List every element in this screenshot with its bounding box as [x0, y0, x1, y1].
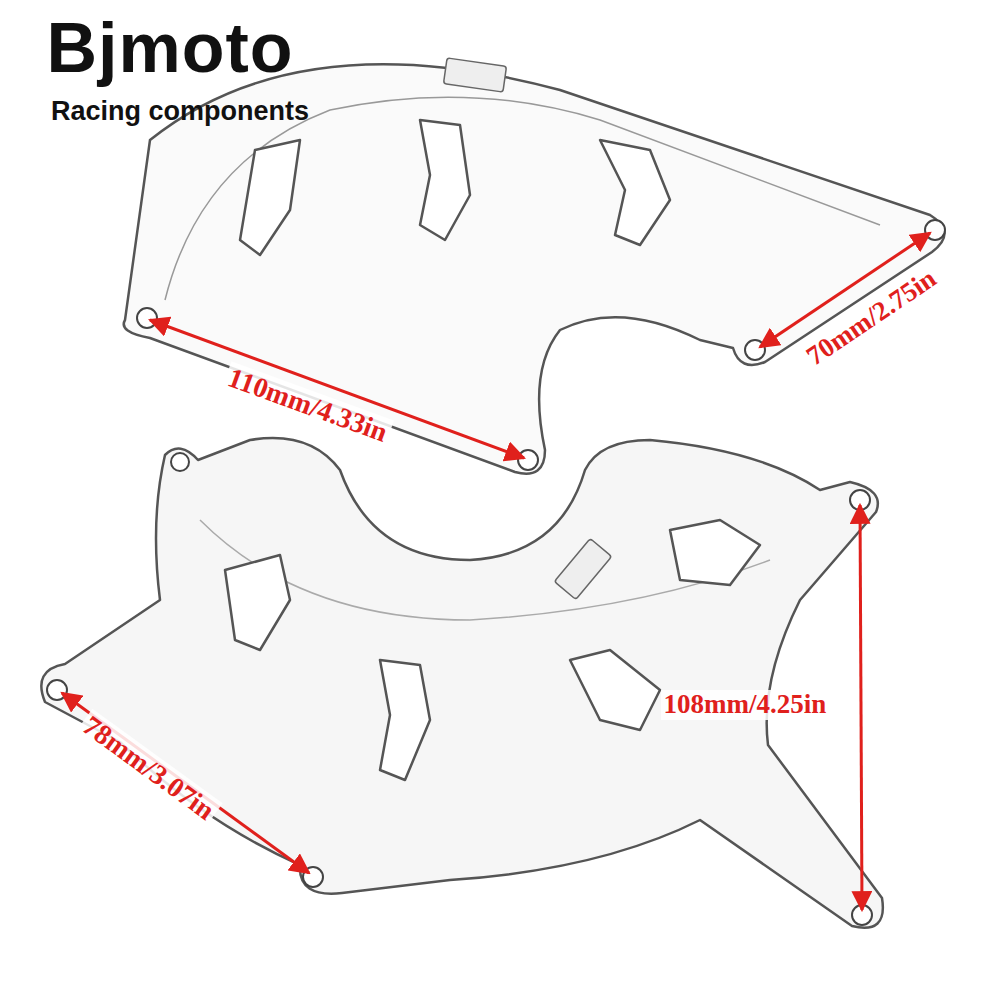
dimension-label: 108mm/4.25in	[661, 690, 830, 720]
brand-name: Bjmoto	[46, 10, 293, 87]
mounting-holes	[47, 220, 945, 925]
bottom-engine-cover	[41, 438, 883, 928]
brand-tagline: Racing components	[51, 97, 309, 127]
dimension-lines	[62, 233, 930, 910]
